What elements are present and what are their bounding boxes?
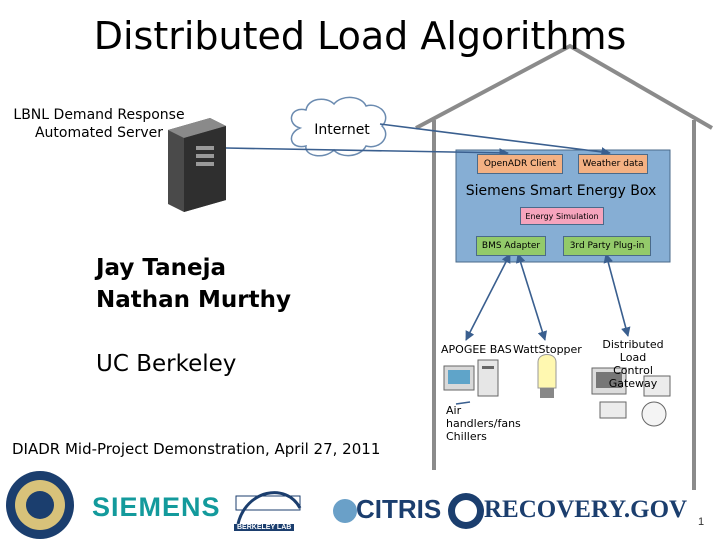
internet-cloud: [290, 96, 387, 157]
connection-arrows: [225, 123, 631, 405]
siemens-logo: SIEMENS: [92, 492, 221, 522]
recovery-eagle-logo: [448, 493, 484, 529]
affiliation: UC Berkeley: [96, 351, 237, 377]
house-outline: [415, 43, 714, 490]
wattstopper-label: WattStopper: [513, 343, 582, 356]
wattstopper-bulb-icon: [537, 354, 557, 398]
citris-logo: CITRIS: [356, 494, 442, 524]
presenter-name: Nathan Murthy: [96, 287, 292, 313]
lbl-logo: BERKELEY LAB: [234, 524, 295, 531]
air-handlers-line1: Air: [446, 404, 462, 417]
slide-title: Distributed Load Algorithms: [93, 14, 627, 58]
smart-energy-box-title: Siemens Smart Energy Box: [465, 183, 657, 199]
bms-adapter-box: BMS Adapter: [476, 236, 546, 256]
event-line: DIADR Mid-Project Demonstration, April 2…: [12, 440, 381, 458]
dlc-gateway-label-line1: Distributed Load: [602, 338, 664, 364]
server-icon: [168, 118, 226, 212]
air-handlers-label: Air handlers/fans Chillers: [446, 404, 526, 443]
slide-number: 1: [698, 516, 705, 528]
presenter-name: Jay Taneja: [96, 255, 226, 281]
third-party-plugin-box: 3rd Party Plug-in: [563, 236, 651, 256]
recovery-logo: RECOVERY.GOV: [484, 496, 688, 523]
distributed-load-devices-icon: [591, 367, 671, 427]
openadr-client-box: OpenADR Client: [477, 154, 563, 174]
weather-data-box: Weather data: [578, 154, 648, 174]
lbl-logo-graphic: [235, 491, 302, 525]
apogee-device-icon: [443, 359, 499, 397]
dlc-gateway-label: Distributed Load Control Gateway: [588, 338, 678, 390]
citris-icon: [333, 499, 357, 523]
energy-simulation-box: Energy Simulation: [520, 207, 604, 225]
air-handlers-line3: Chillers: [446, 430, 487, 443]
air-handlers-line2: handlers/fans: [446, 417, 521, 430]
dlc-gateway-label-line2: Control Gateway: [608, 364, 658, 390]
uc-seal-logo: [6, 471, 74, 539]
apogee-bas-label: APOGEE BAS: [441, 343, 512, 356]
server-label-line2: Automated Server: [34, 125, 164, 141]
server-label-line1: LBNL Demand Response: [13, 107, 185, 123]
server-label: LBNL Demand Response Automated Server: [10, 106, 188, 142]
internet-label: Internet: [314, 122, 370, 138]
